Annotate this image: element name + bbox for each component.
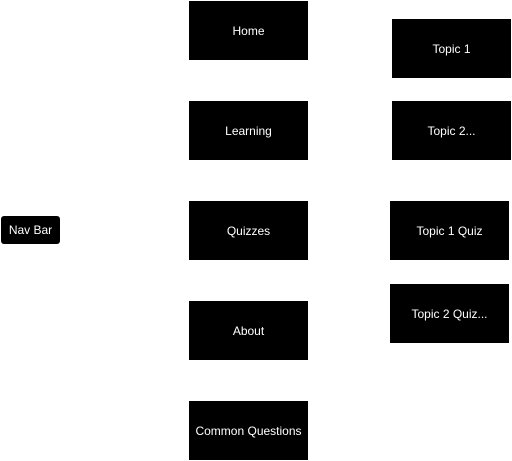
topic-1-node[interactable]: Topic 1 bbox=[392, 19, 511, 78]
topic-2-quiz-node[interactable]: Topic 2 Quiz... bbox=[390, 284, 509, 343]
topic-2-label: Topic 2... bbox=[427, 123, 476, 138]
common-questions-node[interactable]: Common Questions bbox=[189, 401, 308, 460]
topic-1-quiz-node[interactable]: Topic 1 Quiz bbox=[390, 201, 509, 260]
topic-2-node[interactable]: Topic 2... bbox=[392, 101, 511, 160]
topic-1-label: Topic 1 bbox=[432, 41, 471, 56]
quizzes-node[interactable]: Quizzes bbox=[189, 201, 308, 260]
topic-2-quiz-label: Topic 2 Quiz... bbox=[411, 306, 488, 321]
home-node[interactable]: Home bbox=[189, 1, 308, 60]
nav-bar-label: Nav Bar bbox=[8, 223, 53, 237]
nav-bar-node[interactable]: Nav Bar bbox=[1, 216, 60, 244]
about-node[interactable]: About bbox=[189, 301, 308, 360]
learning-label: Learning bbox=[225, 123, 272, 138]
quizzes-label: Quizzes bbox=[226, 223, 271, 238]
learning-node[interactable]: Learning bbox=[189, 101, 308, 160]
topic-1-quiz-label: Topic 1 Quiz bbox=[416, 223, 483, 238]
about-label: About bbox=[232, 323, 265, 338]
home-label: Home bbox=[232, 23, 265, 38]
common-questions-label: Common Questions bbox=[195, 423, 302, 438]
